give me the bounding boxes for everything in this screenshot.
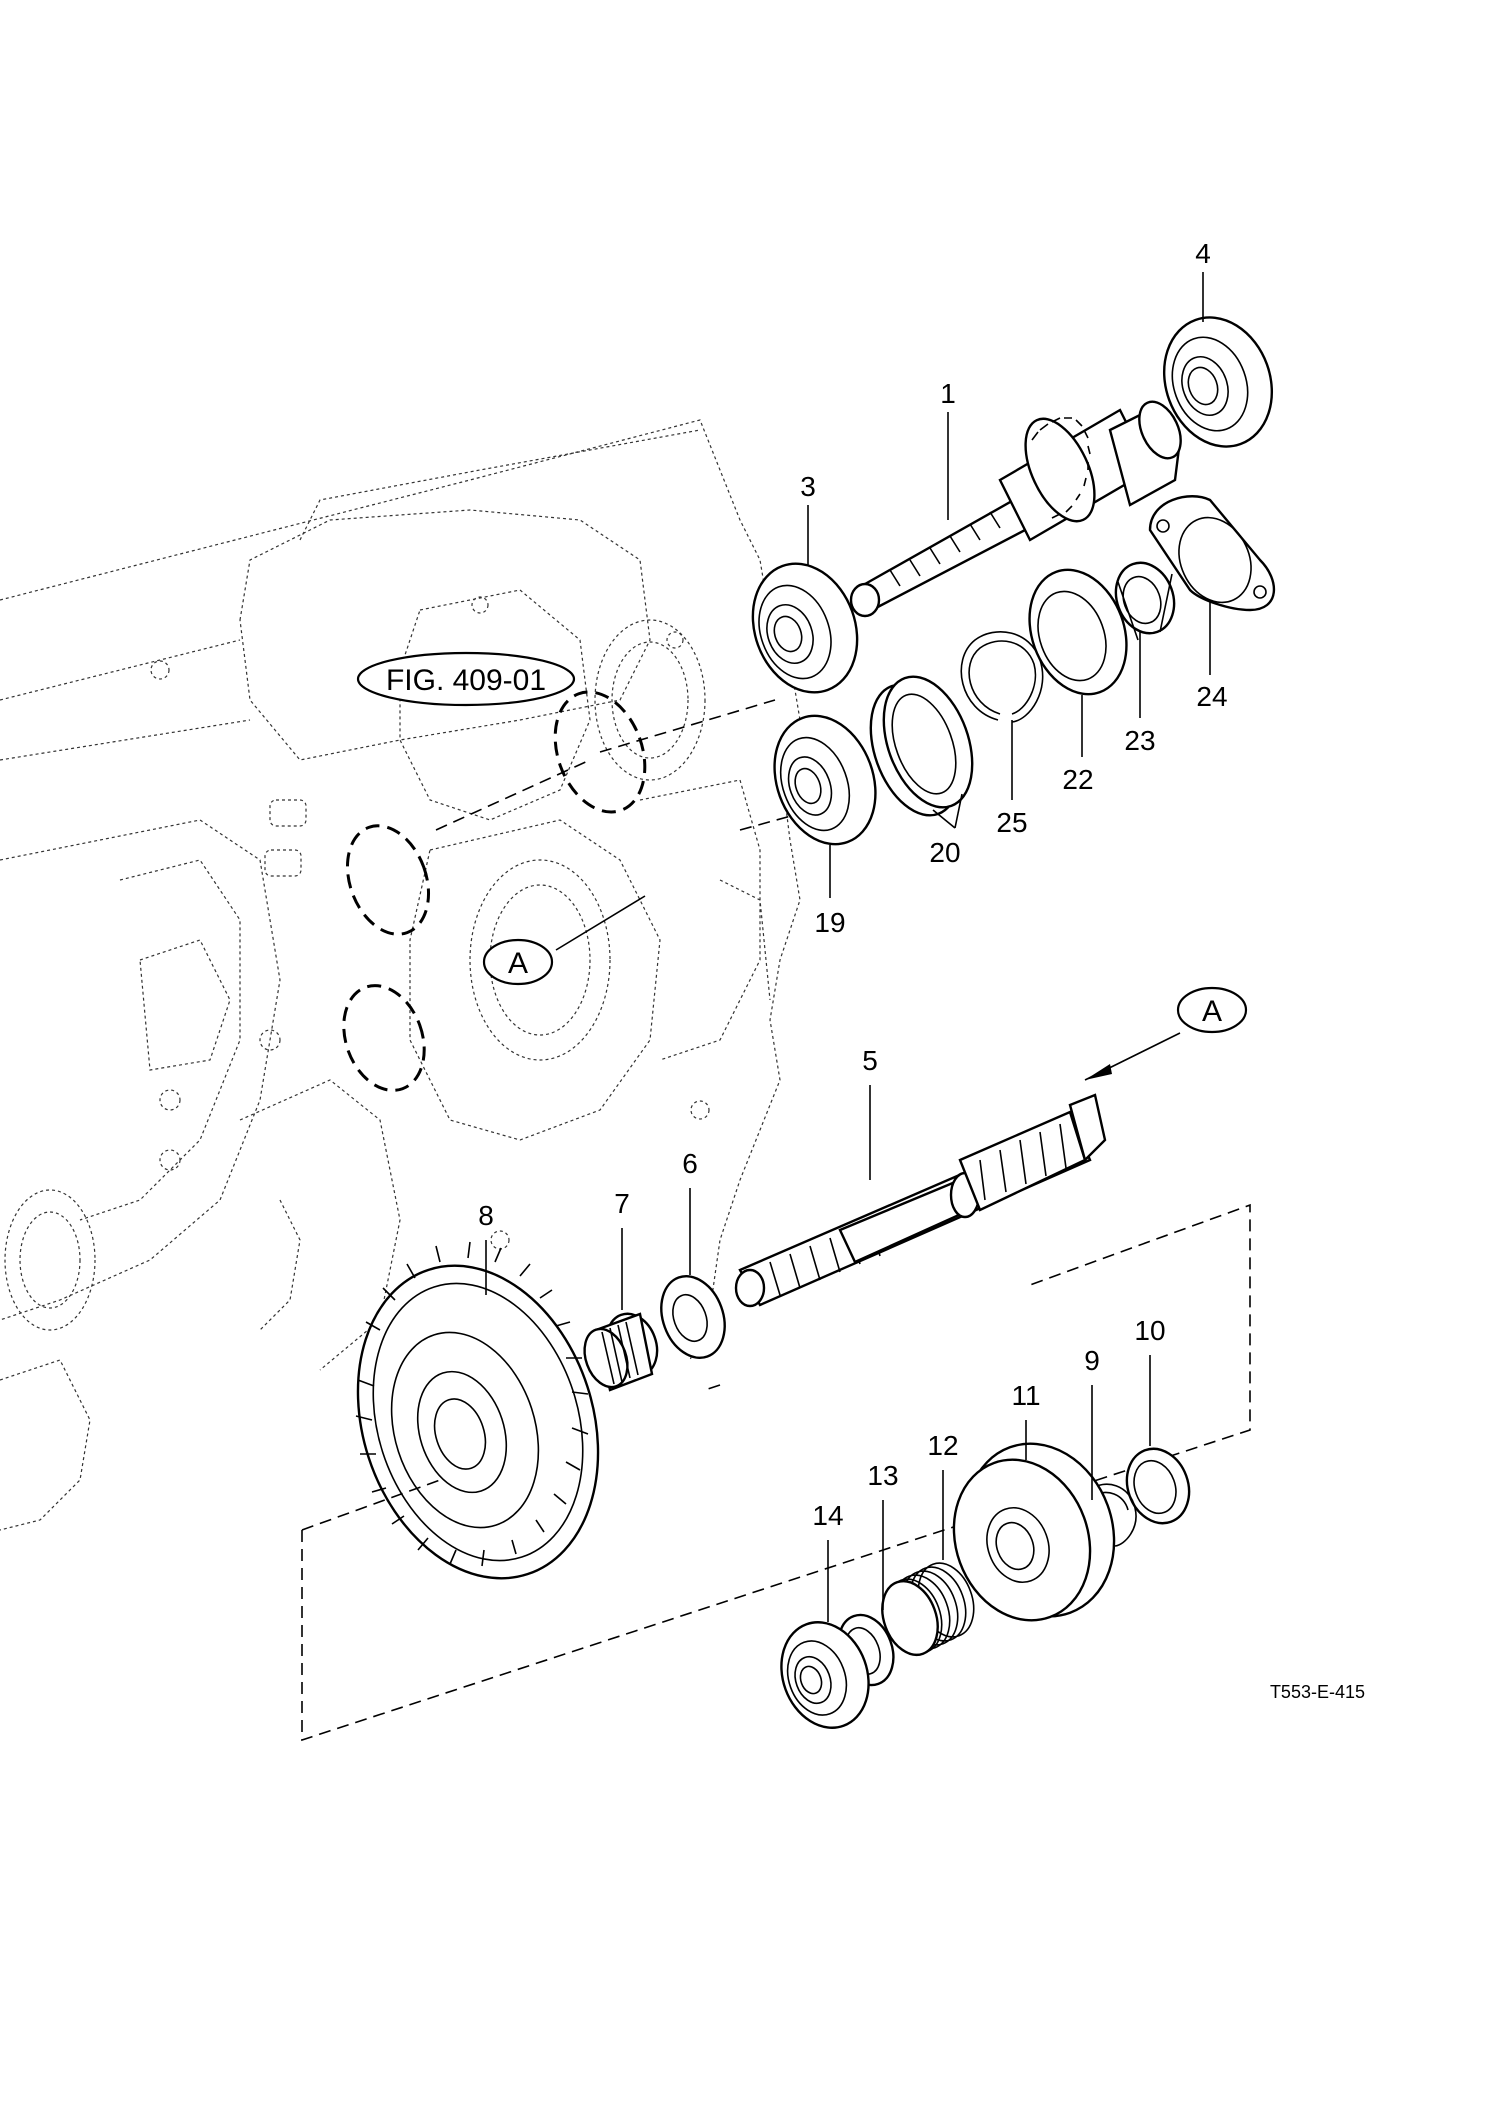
callout-7: 7 [614,1188,630,1219]
lower-assembly-frame [301,1203,1251,1742]
assembly-indicators [342,690,821,1092]
part-24-flange [1148,495,1275,612]
callout-9: 9 [1084,1345,1100,1376]
part-4-bearing [1162,316,1274,448]
part-8-gear [355,1241,600,1580]
part-1-shaft-gear [849,400,1182,618]
callout-5: 5 [862,1045,878,1076]
callout-20: 20 [929,837,960,868]
callout-1: 1 [940,378,956,409]
leader-lines [485,272,1211,1622]
part-14-bearing [780,1621,870,1729]
part-7-needle-bearing [583,1312,659,1392]
part-12-spring [881,1562,975,1656]
part-25-snap-ring [960,631,1044,723]
callout-6: 6 [682,1148,698,1179]
callout-22: 22 [1062,764,1093,795]
callout-13: 13 [867,1460,898,1491]
view-label-a-lower-text: A [1202,995,1222,1028]
part-19-bearing [773,714,877,846]
callout-8: 8 [478,1200,494,1231]
part-11-hub [952,1442,1116,1622]
view-label-a-upper-text: A [508,947,528,980]
part-6-washer [660,1275,726,1359]
part-23-bushing [1114,561,1176,641]
callout-12: 12 [927,1430,958,1461]
callout-3: 3 [800,471,816,502]
callout-14: 14 [812,1500,843,1531]
part-3-bearing [751,562,859,694]
figure-reference[interactable]: FIG. 409-01 [356,651,576,707]
view-label-a-lower: A [1176,986,1248,1034]
part-5-shaft [734,1093,1107,1308]
figure-reference-label: FIG. 409-01 [386,664,546,697]
callout-23: 23 [1124,725,1155,756]
callout-10: 10 [1134,1315,1165,1346]
callout-11: 11 [1011,1380,1040,1411]
callout-19: 19 [814,907,845,938]
part-20-sleeves [869,675,974,817]
drawing-code: T553-E-415 [1270,1682,1365,1702]
callout-24: 24 [1196,681,1227,712]
callout-numbers: 4 1 3 24 23 22 25 20 19 5 6 7 8 10 9 11 … [478,238,1227,1531]
part-10-washer [1125,1447,1191,1525]
callout-4: 4 [1195,238,1211,269]
view-label-a-upper: A [482,938,554,986]
callout-25: 25 [996,807,1027,838]
